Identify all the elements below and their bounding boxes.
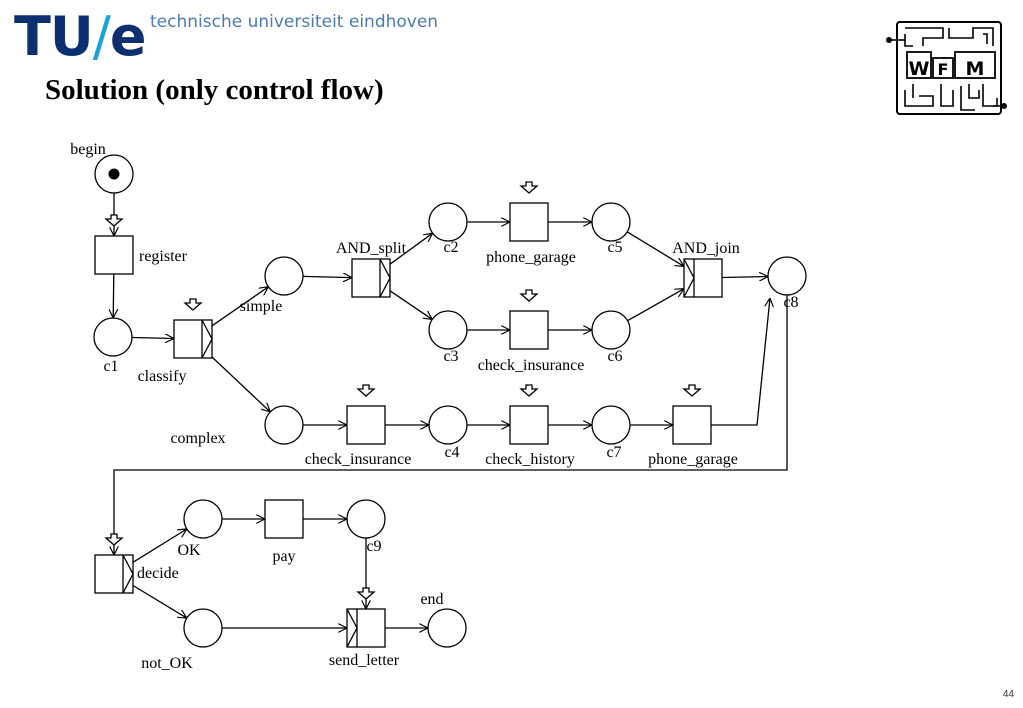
place-c3[interactable] <box>428 310 468 350</box>
arcs-layer <box>113 193 788 628</box>
wfm-w: W <box>909 58 930 80</box>
transition-phone_garage_1[interactable] <box>509 202 549 242</box>
place-simple[interactable] <box>264 256 304 296</box>
place-ok[interactable] <box>183 499 223 539</box>
arc-phone_garage_2-to-c8 <box>711 298 770 426</box>
label-begin: begin <box>70 141 106 158</box>
place-c2[interactable] <box>428 202 468 242</box>
place-c7[interactable] <box>591 405 631 445</box>
logo-tu-text: TU <box>14 5 94 68</box>
trigger-icon-send_letter <box>356 587 376 600</box>
transition-decide[interactable] <box>94 554 134 594</box>
arc-decide-to-not_ok <box>132 584 187 619</box>
label-c8: c8 <box>783 294 798 311</box>
label-check_insurance_2: check_insurance <box>305 451 412 468</box>
transition-check_insurance_1[interactable] <box>509 310 549 350</box>
split-marker-decide <box>122 554 134 594</box>
split-marker-classify <box>201 319 213 359</box>
page-number: 44 <box>1002 689 1014 700</box>
transition-phone_garage_2[interactable] <box>672 405 712 445</box>
transition-pay[interactable] <box>264 499 304 539</box>
wfm-f: F <box>938 60 949 79</box>
place-c9[interactable] <box>346 499 386 539</box>
transition-classify[interactable] <box>173 319 213 359</box>
arc-register-to-c1 <box>113 273 114 318</box>
logo-e: e <box>109 5 147 68</box>
place-not_ok[interactable] <box>183 608 223 648</box>
arc-c1-to-classify <box>131 338 174 339</box>
arc-c6-to-and_join <box>627 289 685 322</box>
token-begin <box>108 168 120 180</box>
wfm-logo: W F M <box>886 21 1007 115</box>
label-register: register <box>139 248 188 265</box>
arc-classify-to-simple <box>211 287 268 327</box>
transition-check_insurance_2[interactable] <box>346 405 386 445</box>
transition-check_history[interactable] <box>509 405 549 445</box>
label-classify: classify <box>138 368 187 385</box>
trigger-icon-classify <box>183 298 203 311</box>
arc-decide-to-ok <box>132 529 187 563</box>
label-c6: c6 <box>607 348 622 365</box>
trigger-icon-register <box>104 214 124 227</box>
wfm-m: M <box>966 58 985 80</box>
trigger-icon-check_insurance_2 <box>356 384 376 397</box>
label-and_split: AND_split <box>336 240 407 257</box>
label-decide: decide <box>137 565 179 582</box>
label-phone_garage_2: phone_garage <box>648 451 738 468</box>
transition-and_split[interactable] <box>351 258 391 298</box>
label-c3: c3 <box>443 348 458 365</box>
join-marker-send_letter <box>346 608 358 648</box>
place-end[interactable] <box>427 608 467 648</box>
trigger-icon-check_history <box>519 384 539 397</box>
slide-title: Solution (only control flow) <box>45 74 384 106</box>
label-check_insurance_1: check_insurance <box>478 357 585 374</box>
transition-and_join[interactable] <box>683 258 723 298</box>
label-ok: OK <box>177 542 201 559</box>
trigger-icon-phone_garage_1 <box>519 181 539 194</box>
place-c6[interactable] <box>591 310 631 350</box>
label-simple: simple <box>240 298 283 315</box>
label-check_history: check_history <box>485 451 575 468</box>
tue-logo: TU/e <box>14 10 147 64</box>
label-end: end <box>420 591 443 608</box>
trigger-icon-check_insurance_1 <box>519 289 539 302</box>
label-c7: c7 <box>606 444 621 461</box>
transition-register[interactable] <box>94 235 134 275</box>
label-phone_garage_1: phone_garage <box>486 249 576 266</box>
trigger-icon-decide <box>104 533 124 546</box>
university-name: technische universiteit eindhoven <box>150 12 439 32</box>
logo-slash: / <box>92 5 111 68</box>
label-c4: c4 <box>444 444 459 461</box>
arc-classify-to-complex <box>211 356 270 412</box>
split-marker-and_split <box>379 258 391 298</box>
arc-and_split-to-c2 <box>389 233 433 265</box>
place-c5[interactable] <box>591 202 631 242</box>
label-c1: c1 <box>103 358 118 375</box>
label-c5: c5 <box>607 239 622 256</box>
place-c4[interactable] <box>428 405 468 445</box>
arc-and_join-to-c8 <box>721 277 768 278</box>
arc-c8-to-decide <box>114 295 788 555</box>
label-not_ok: not_OK <box>141 655 193 672</box>
label-complex: complex <box>170 430 225 447</box>
arc-c5-to-and_join <box>626 231 684 267</box>
label-and_join: AND_join <box>672 240 740 257</box>
arc-and_split-to-c3 <box>389 290 432 320</box>
place-c8[interactable] <box>767 256 807 296</box>
label-send_letter: send_letter <box>329 652 400 669</box>
label-pay: pay <box>272 548 295 565</box>
nodes-layer <box>93 154 807 648</box>
arc-simple-to-and_split <box>302 276 352 277</box>
join-marker-and_join <box>683 258 695 298</box>
label-c9: c9 <box>366 538 381 555</box>
place-c1[interactable] <box>93 317 133 357</box>
place-complex[interactable] <box>264 405 304 445</box>
transition-send_letter[interactable] <box>346 608 386 648</box>
label-c2: c2 <box>443 239 458 256</box>
trigger-icon-phone_garage_2 <box>682 384 702 397</box>
